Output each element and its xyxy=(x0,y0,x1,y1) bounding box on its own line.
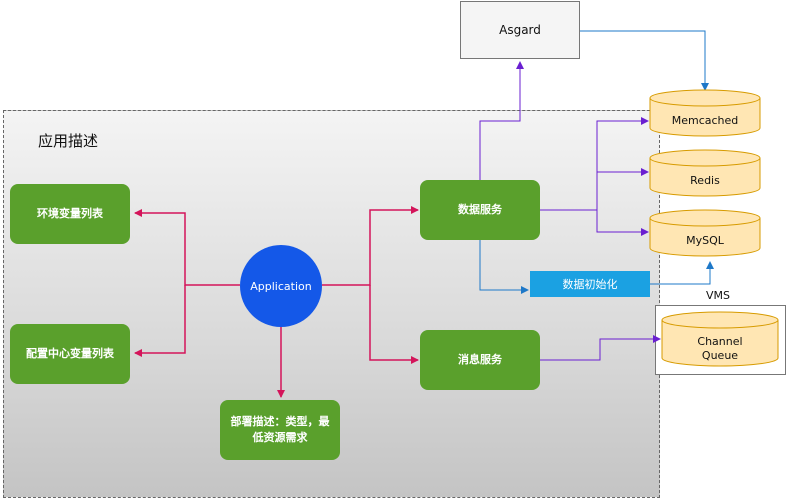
asgard-node: Asgard xyxy=(460,1,580,59)
edge-app-to-data-service xyxy=(322,206,419,286)
region-title: 应用描述 xyxy=(38,132,99,150)
edge-asgard-to-memcached xyxy=(580,30,709,91)
data-init-label: 数据初始化 xyxy=(562,278,618,291)
mysql-db: MySQL xyxy=(649,209,761,257)
edge-app-to-message-service xyxy=(369,285,419,364)
config-vars-node: 配置中心变量列表 xyxy=(10,324,130,384)
application-label: Application xyxy=(250,279,312,293)
edge-data-to-asgard xyxy=(479,61,524,180)
env-vars-node: 环境变量列表 xyxy=(10,184,130,244)
edge-data-to-memcached xyxy=(540,117,649,211)
edge-data-to-redis xyxy=(596,168,649,210)
memcached-label: Memcached xyxy=(672,114,739,127)
edge-init-to-mysql xyxy=(650,261,714,285)
edge-data-to-init xyxy=(479,240,529,294)
redis-label: Redis xyxy=(690,174,720,187)
mysql-label: MySQL xyxy=(686,234,725,247)
channel-label-line2: Queue xyxy=(702,349,738,362)
message-service-node: 消息服务 xyxy=(420,330,540,390)
data-init-node: 数据初始化 xyxy=(530,271,650,297)
message-service-label: 消息服务 xyxy=(458,352,502,366)
deploy-desc-line2: 低资源需求 xyxy=(252,431,308,444)
deploy-desc-line1: 部署描述：类型，最 xyxy=(230,414,330,428)
data-service-node: 数据服务 xyxy=(420,180,540,240)
config-vars-label: 配置中心变量列表 xyxy=(26,346,114,360)
memcached-db: Memcached xyxy=(649,89,761,137)
edge-app-to-config-vars xyxy=(134,285,186,357)
vms-label: VMS xyxy=(706,289,730,302)
edge-data-to-mysql xyxy=(596,210,649,236)
edge-app-to-env-vars xyxy=(134,209,240,286)
channel-queue-db: Channel Queue xyxy=(661,311,779,367)
data-service-label: 数据服务 xyxy=(458,202,502,216)
asgard-label: Asgard xyxy=(499,23,541,37)
edge-message-to-channel xyxy=(540,335,661,361)
redis-db: Redis xyxy=(649,149,761,197)
channel-label-line1: Channel xyxy=(697,335,742,348)
env-vars-label: 环境变量列表 xyxy=(37,206,103,220)
deploy-desc-node: 部署描述：类型，最 低资源需求 xyxy=(220,400,340,460)
application-node: Application xyxy=(240,245,322,327)
